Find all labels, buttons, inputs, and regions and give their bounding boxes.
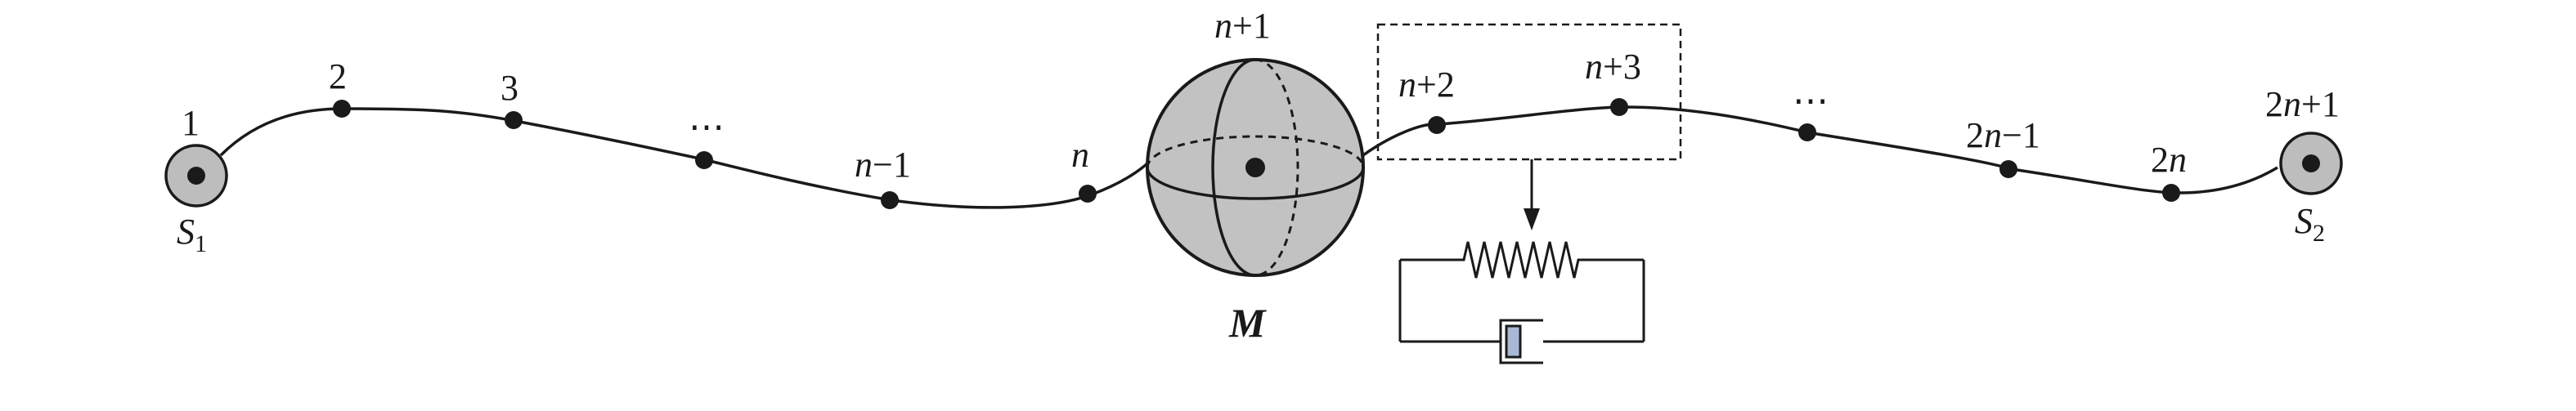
label-n-plus-2: n+2 — [1398, 65, 1455, 105]
label-node-2: 2 — [329, 56, 347, 96]
mass-sphere — [1146, 58, 1365, 277]
zoom-box — [1376, 23, 1682, 161]
label-node-1: 1 — [182, 103, 200, 143]
chain-nodes — [333, 98, 2180, 209]
label-n-plus-3: n+3 — [1585, 47, 1641, 87]
right-support — [2279, 132, 2343, 195]
label-2n-minus-1: 2n−1 — [1966, 115, 2040, 155]
node-n-minus-1 — [881, 191, 899, 209]
label-n: n — [1071, 135, 1089, 175]
node-n — [1079, 185, 1097, 203]
node-n-plus-2 — [1428, 116, 1446, 134]
left-support — [164, 144, 228, 208]
node-dots-right — [1798, 123, 1816, 141]
damper — [1499, 319, 1543, 364]
node-2n-minus-1 — [1999, 160, 2017, 178]
label-node-3: 3 — [500, 68, 518, 108]
spring-damper-element — [1398, 241, 1645, 364]
label-mass: M — [1228, 300, 1267, 346]
label-support-left: S1 — [177, 212, 207, 257]
zoom-arrow — [1524, 159, 1540, 230]
label-dots-left: ⋯ — [689, 107, 725, 147]
node-3 — [505, 111, 523, 129]
node-2 — [333, 100, 351, 118]
label-2n-plus-1: 2n+1 — [2265, 84, 2340, 124]
label-2n: 2n — [2151, 140, 2187, 180]
label-dots-right: ⋯ — [1793, 81, 1829, 121]
label-support-right: S2 — [2295, 201, 2325, 247]
label-n-minus-1: n−1 — [855, 145, 911, 185]
node-2n — [2162, 184, 2180, 202]
sphere-center-node — [1245, 158, 1265, 177]
chain-string-left — [219, 107, 1149, 209]
spring — [1400, 241, 1644, 279]
node-dots-left — [695, 151, 713, 169]
label-n-plus-1: n+1 — [1214, 6, 1271, 46]
node-n-plus-3 — [1610, 98, 1628, 116]
